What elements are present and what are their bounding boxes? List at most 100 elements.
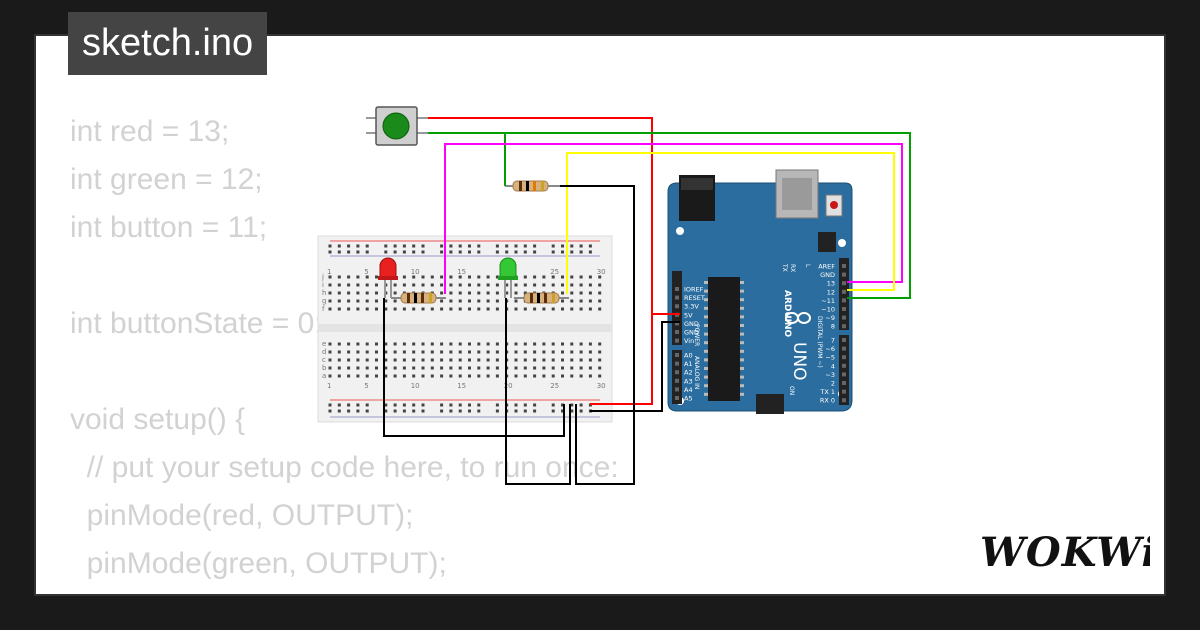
breadboard-hole[interactable] — [393, 366, 397, 370]
rail-hole[interactable] — [356, 244, 360, 248]
breadboard-hole[interactable] — [598, 358, 602, 362]
breadboard-hole[interactable] — [412, 358, 416, 362]
rail-hole[interactable] — [337, 409, 341, 413]
breadboard-hole[interactable] — [561, 275, 564, 279]
breadboard-hole[interactable] — [347, 283, 351, 287]
rail-hole[interactable] — [495, 403, 499, 407]
breadboard-hole[interactable] — [579, 283, 583, 287]
rail-hole[interactable] — [421, 409, 425, 413]
breadboard-hole[interactable] — [533, 342, 537, 346]
rail-hole[interactable] — [402, 409, 406, 413]
breadboard-hole[interactable] — [514, 283, 518, 287]
breadboard-hole[interactable] — [328, 366, 332, 370]
breadboard-hole[interactable] — [440, 299, 444, 303]
header-pin[interactable] — [842, 324, 846, 329]
breadboard-hole[interactable] — [495, 307, 499, 311]
arduino-uno[interactable]: ARDUINO UNO DIGITAL (PWM ~) POWER ANALOG… — [667, 169, 853, 414]
breadboard-hole[interactable] — [384, 299, 388, 303]
rail-hole[interactable] — [570, 409, 574, 413]
breadboard-hole[interactable] — [449, 299, 453, 303]
breadboard-hole[interactable] — [551, 307, 555, 311]
breadboard-hole[interactable] — [365, 275, 369, 279]
breadboard-hole[interactable] — [579, 299, 583, 303]
breadboard-hole[interactable] — [421, 283, 425, 287]
rail-hole[interactable] — [328, 409, 332, 413]
breadboard-hole[interactable] — [365, 342, 369, 346]
breadboard-hole[interactable] — [365, 299, 369, 303]
breadboard-hole[interactable] — [412, 342, 416, 346]
rail-hole[interactable] — [570, 250, 574, 254]
rail-hole[interactable] — [533, 409, 537, 413]
rail-hole[interactable] — [356, 403, 360, 407]
breadboard-hole[interactable] — [375, 358, 378, 362]
breadboard-hole[interactable] — [458, 350, 462, 354]
breadboard-hole[interactable] — [468, 283, 471, 287]
breadboard-hole[interactable] — [588, 275, 592, 279]
breadboard-hole[interactable] — [477, 342, 481, 346]
breadboard-hole[interactable] — [495, 374, 499, 378]
header-pin[interactable] — [842, 264, 846, 268]
breadboard-hole[interactable] — [440, 307, 444, 311]
rail-hole[interactable] — [551, 409, 555, 413]
breadboard-hole[interactable] — [328, 358, 332, 362]
breadboard-hole[interactable] — [375, 291, 378, 295]
breadboard-hole[interactable] — [375, 283, 378, 287]
breadboard-hole[interactable] — [579, 350, 583, 354]
breadboard-hole[interactable] — [570, 299, 574, 303]
breadboard-hole[interactable] — [495, 350, 499, 354]
breadboard-hole[interactable] — [328, 374, 332, 378]
breadboard-hole[interactable] — [523, 342, 527, 346]
rail-hole[interactable] — [402, 244, 406, 248]
rail-hole[interactable] — [356, 250, 360, 254]
breadboard-hole[interactable] — [347, 366, 351, 370]
breadboard-hole[interactable] — [579, 374, 583, 378]
breadboard-hole[interactable] — [393, 291, 397, 295]
breadboard-hole[interactable] — [468, 350, 471, 354]
breadboard-hole[interactable] — [430, 342, 434, 346]
breadboard-hole[interactable] — [579, 342, 583, 346]
breadboard-hole[interactable] — [551, 275, 555, 279]
breadboard-hole[interactable] — [477, 366, 481, 370]
rail-hole[interactable] — [449, 409, 453, 413]
breadboard-hole[interactable] — [533, 374, 537, 378]
breadboard-hole[interactable] — [514, 307, 518, 311]
rail-hole[interactable] — [523, 403, 527, 407]
breadboard-hole[interactable] — [375, 307, 378, 311]
breadboard-hole[interactable] — [412, 350, 416, 354]
header-pin[interactable] — [842, 346, 846, 351]
breadboard-hole[interactable] — [458, 307, 462, 311]
rail-hole[interactable] — [449, 244, 453, 248]
rail-hole[interactable] — [570, 403, 574, 407]
rail-hole[interactable] — [588, 250, 592, 254]
breadboard-hole[interactable] — [393, 307, 397, 311]
breadboard-hole[interactable] — [356, 358, 360, 362]
breadboard-hole[interactable] — [430, 307, 434, 311]
breadboard-hole[interactable] — [347, 291, 351, 295]
breadboard-hole[interactable] — [375, 299, 378, 303]
header-pin[interactable] — [842, 289, 846, 294]
rail-hole[interactable] — [412, 244, 416, 248]
rail-hole[interactable] — [514, 409, 518, 413]
breadboard-hole[interactable] — [449, 374, 453, 378]
breadboard-hole[interactable] — [570, 350, 574, 354]
rail-hole[interactable] — [570, 244, 574, 248]
breadboard-hole[interactable] — [421, 358, 425, 362]
rail-hole[interactable] — [495, 244, 499, 248]
breadboard-hole[interactable] — [328, 307, 332, 311]
header-pin[interactable] — [842, 381, 846, 385]
breadboard-hole[interactable] — [486, 374, 490, 378]
breadboard-hole[interactable] — [458, 283, 462, 287]
rail-hole[interactable] — [328, 244, 332, 248]
breadboard-hole[interactable] — [588, 283, 592, 287]
rail-hole[interactable] — [505, 250, 509, 254]
rail-hole[interactable] — [523, 250, 527, 254]
led-red[interactable] — [378, 257, 398, 298]
breadboard-hole[interactable] — [598, 291, 602, 295]
header-pin[interactable] — [842, 363, 846, 368]
breadboard-hole[interactable] — [542, 366, 546, 370]
breadboard-hole[interactable] — [449, 350, 453, 354]
breadboard-hole[interactable] — [393, 374, 397, 378]
breadboard-hole[interactable] — [486, 350, 490, 354]
breadboard-hole[interactable] — [551, 374, 555, 378]
breadboard-hole[interactable] — [561, 283, 564, 287]
